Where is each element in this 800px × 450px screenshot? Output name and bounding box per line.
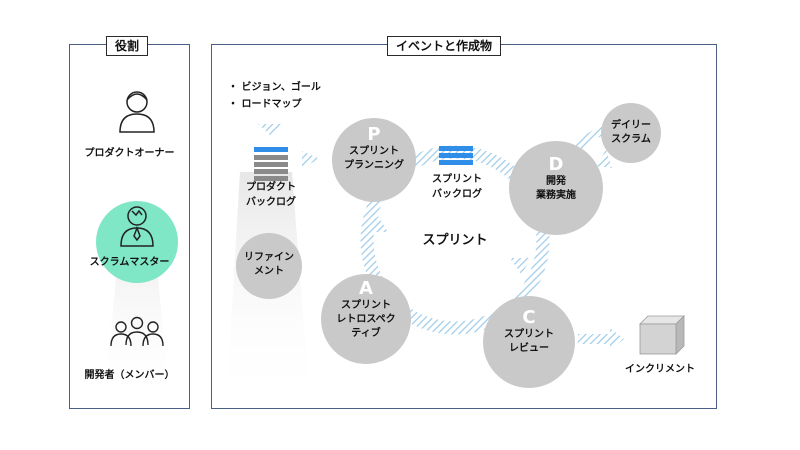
product-backlog-item-blue: [254, 147, 288, 152]
roadmap-bullet: ・ ロードマップ: [228, 99, 302, 110]
review-to-increment-arrow: [610, 328, 624, 350]
backlog-to-planning-arrow: [302, 151, 320, 167]
scrum-master-label: スクラムマスター: [89, 257, 170, 268]
sprint-planning-circle: P スプリント プランニング: [332, 118, 416, 202]
product-owner-icon: [119, 91, 155, 133]
cycle-arrow-right: [510, 258, 532, 274]
development-circle: D 開発 業務実施: [509, 141, 603, 235]
product-backlog-label-1: プロダクト: [246, 182, 296, 193]
events-title: イベントと作成物: [387, 36, 502, 56]
sprint-backlog-item: [439, 146, 473, 151]
sprint-cycle-ring: [360, 145, 550, 335]
retrospective-circle: A スプリント レトロスペク ティブ: [321, 274, 411, 364]
scrum-master-highlight: [96, 201, 178, 283]
sprint-backlog-label-1: スプリント: [432, 174, 482, 185]
sprint-label: スプリント: [422, 233, 488, 248]
vision-arrow: [258, 124, 284, 136]
product-backlog-label-2: バックログ: [246, 197, 296, 208]
developers-label: 開発者（メンバー）: [84, 370, 175, 381]
increment-box-icon: [639, 315, 685, 355]
scrum-master-icon: [120, 206, 154, 247]
vision-goal-bullet: ・ ビジョン、ゴール: [228, 82, 321, 93]
developers-icon: [110, 316, 164, 347]
increment-label: インクリメント: [625, 364, 695, 375]
product-owner-label: プロダクトオーナー: [84, 148, 175, 159]
daily-scrum-circle: デイリー スクラム: [601, 103, 661, 163]
refinement-circle: リファイン メント: [236, 233, 302, 299]
sprint-backlog-label-2: バックログ: [432, 189, 482, 200]
cycle-arrow-left: [368, 216, 388, 232]
review-circle: C スプリント レビュー: [483, 296, 575, 388]
roles-title: 役割: [106, 36, 149, 56]
